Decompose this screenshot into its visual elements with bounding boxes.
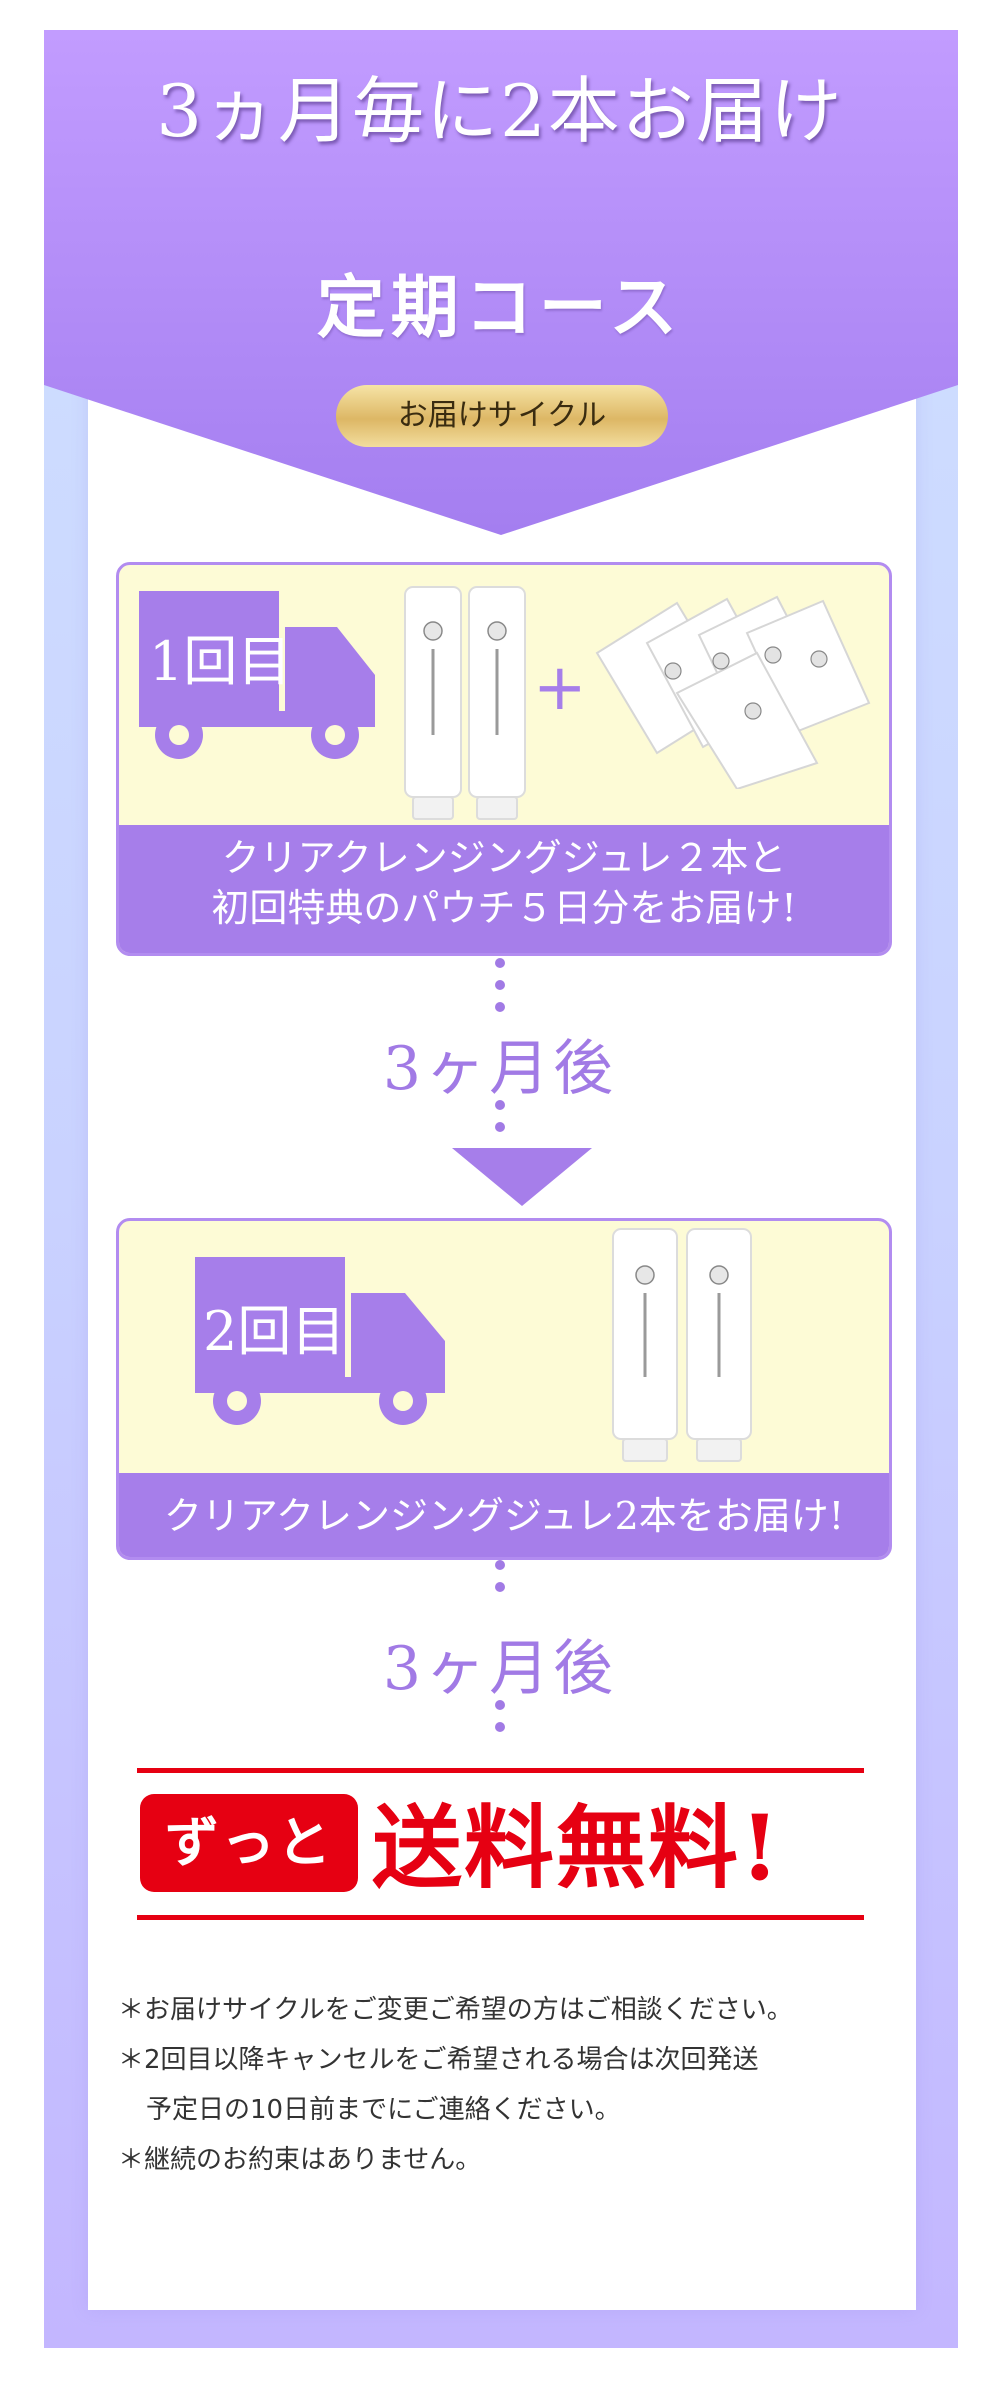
down-arrow-icon: [452, 1148, 592, 1206]
truck-icon: [139, 591, 375, 759]
note-item: ＊お届けサイクルをご変更ご希望の方はご相談ください。: [118, 1995, 793, 2025]
delivery-text-1b: 初回特典のパウチ５日分をお届け!: [211, 886, 797, 930]
delivery-card-1: 1回目 + クリアクレンジングジュレ２本と 初回特典のパウチ５日分をお届け!: [116, 562, 892, 956]
free-shipping-text: 送料無料!: [372, 1795, 782, 1901]
delivery-card-2: 2回目 クリアクレンジングジュレ2本をお届け!: [116, 1218, 892, 1560]
cycle-badge: お届けサイクル: [336, 385, 668, 447]
delivery-strip-1: [119, 825, 889, 953]
headline: 3ヵ月毎に2本お届け: [156, 69, 844, 153]
dotted-connector: [495, 1700, 505, 1744]
truck-icon: [195, 1257, 445, 1425]
note-item: ＊2回目以降キャンセルをご希望される場合は次回発送: [118, 2045, 759, 2075]
dotted-connector: [495, 1560, 505, 1604]
delivery-strip-2: [119, 1473, 889, 1557]
delivery-badge-2: 2回目: [203, 1300, 346, 1363]
shipping-prefix-badge: ずっと: [140, 1794, 358, 1892]
delivery-text-1a: クリアクレンジングジュレ２本と: [221, 836, 787, 880]
dotted-connector: [495, 958, 505, 1024]
pouch-samples-icon: [595, 595, 871, 789]
delivery-text-2: クリアクレンジングジュレ2本をお届け!: [163, 1494, 845, 1538]
divider: [137, 1915, 864, 1920]
header-banner: [44, 30, 958, 535]
delivery-badge-1: 1回目: [149, 630, 292, 693]
interval-label-1: 3ヶ月後: [382, 1034, 618, 1104]
notes-list: ＊お届けサイクルをご変更ご希望の方はご相談ください。 ＊2回目以降キャンセルをご…: [118, 1985, 898, 2185]
page-title: 定期コース: [316, 269, 684, 348]
interval-label-2: 3ヶ月後: [382, 1634, 618, 1704]
divider: [137, 1768, 864, 1773]
note-item: ＊継続のお約束はありません。: [118, 2145, 482, 2175]
dotted-connector: [495, 1100, 505, 1144]
product-tube-icon: [612, 1228, 752, 1462]
product-tube-icon: [404, 586, 526, 820]
plus-sign: +: [533, 651, 587, 725]
note-item: 予定日の10日前までにご連絡ください。: [146, 2095, 621, 2125]
